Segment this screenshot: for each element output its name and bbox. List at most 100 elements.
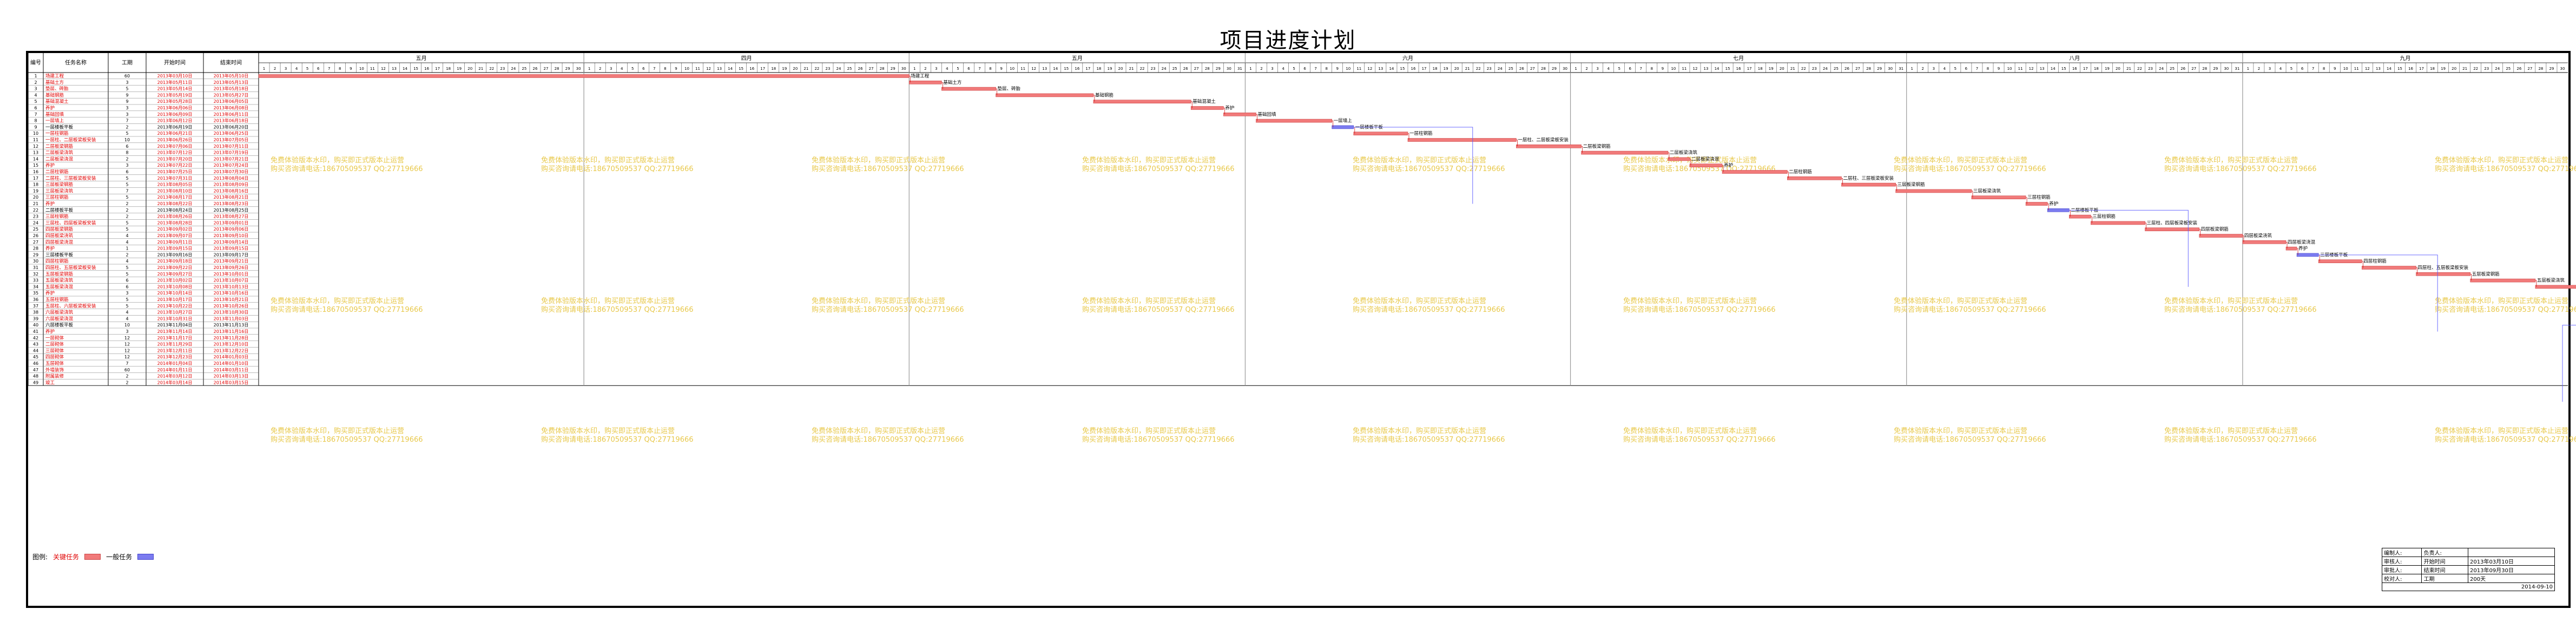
day-label: 1: [2247, 67, 2249, 71]
watermark-text: 购买咨询请电话:18670509537 QQ:27719666: [541, 305, 694, 314]
bar-label: 基础钢筋: [1095, 92, 1114, 98]
day-label: 17: [760, 67, 765, 71]
day-label: 26: [2516, 67, 2521, 71]
task-end: 2013年12月10日: [214, 342, 249, 347]
bar-label: 基础土方: [943, 80, 961, 86]
task-start: 2013年09月18日: [157, 258, 193, 264]
task-id: 27: [33, 240, 38, 245]
bar-label: 五层板梁浇筑: [2537, 278, 2565, 284]
day-label: 16: [749, 67, 754, 71]
task-id: 15: [33, 163, 38, 168]
gantt-bar: [1722, 170, 1788, 174]
day-label: 25: [847, 67, 852, 71]
gantt-bar: [1668, 157, 1690, 161]
day-label: 24: [2159, 67, 2164, 71]
task-start: 2014年03月12日: [157, 374, 193, 379]
task-name: 六层楼板平板: [45, 322, 74, 328]
task-end: 2013年07月24日: [214, 162, 249, 168]
gantt-bar: [2285, 246, 2297, 251]
float-link: [2318, 254, 2438, 332]
task-duration: 6: [126, 284, 128, 289]
day-label: 3: [610, 67, 612, 71]
task-end: 2014年03月15日: [214, 379, 249, 385]
dependency-link: [996, 88, 997, 95]
day-label: 28: [2202, 67, 2207, 71]
gantt-bar: [2091, 221, 2145, 225]
task-end: 2013年08月09日: [214, 182, 249, 187]
info-cell: 2013年03月10日: [2468, 557, 2555, 566]
task-name: 养护: [45, 105, 55, 111]
task-name: 基础混凝土: [45, 99, 69, 104]
day-label: 7: [328, 67, 330, 71]
info-cell: 工期: [2421, 574, 2468, 583]
day-label: 8: [664, 67, 666, 71]
day-label: 12: [706, 67, 711, 71]
watermark-text: 免费体验版本水印，购买即正式版本止运营: [1353, 297, 1486, 305]
task-start: 2013年08月10日: [157, 188, 193, 193]
task-id: 2: [34, 80, 37, 85]
dependency-link: [2026, 197, 2027, 204]
task-duration: 4: [126, 240, 128, 245]
task-id: 24: [33, 220, 38, 225]
watermark-text: 免费体验版本水印，购买即正式版本止运营: [2435, 156, 2568, 165]
task-duration: 7: [126, 361, 128, 366]
chart-frame: [26, 51, 2571, 608]
task-id: 29: [33, 252, 38, 257]
month-label: 九月: [2400, 55, 2410, 62]
task-start: 2013年08月17日: [157, 194, 193, 200]
day-label: 25: [522, 67, 526, 71]
watermark-text: 免费体验版本水印，购买即正式版本止运营: [1894, 156, 2027, 165]
watermark-text: 免费体验版本水印，购买即正式版本止运营: [1353, 427, 1486, 435]
watermark-text: 购买咨询请电话:18670509537 QQ:27719666: [541, 165, 694, 173]
day-label: 11: [1356, 67, 1361, 71]
task-id: 42: [33, 336, 38, 341]
day-label: 10: [1346, 67, 1350, 71]
watermark-text: 免费体验版本水印，购买即正式版本止运营: [1082, 427, 1216, 435]
task-duration: 60: [124, 74, 130, 78]
legend-normal-swatch: [137, 554, 154, 560]
day-label: 14: [2387, 67, 2391, 71]
task-end: 2013年07月21日: [214, 156, 249, 161]
day-label: 11: [2354, 67, 2359, 71]
day-label: 21: [2462, 67, 2467, 71]
watermark-text: 免费体验版本水印，购买即正式版本止运营: [1082, 156, 1216, 165]
day-label: 28: [880, 67, 885, 71]
column-header: 结束时间: [220, 59, 242, 66]
task-end: 2013年08月04日: [214, 175, 249, 181]
task-start: 2013年09月27日: [157, 271, 193, 277]
task-start: 2013年07月22日: [157, 162, 193, 168]
gantt-bar: [2242, 240, 2287, 244]
task-start: 2013年06月06日: [157, 105, 193, 110]
day-label: 22: [814, 67, 819, 71]
day-label: 29: [2549, 67, 2554, 71]
watermark-text: 购买咨询请电话:18670509537 QQ:27719666: [1353, 435, 1505, 444]
day-label: 27: [1530, 67, 1535, 71]
day-label: 24: [1498, 67, 1503, 71]
info-row: 2014-09-10: [2382, 582, 2555, 591]
task-name: 一层墙上: [45, 118, 64, 124]
watermark-text: 购买咨询请电话:18670509537 QQ:27719666: [1082, 305, 1235, 314]
dependency-link: [1841, 178, 1843, 185]
task-id: 9: [34, 125, 37, 129]
task-start: 2013年07月31日: [157, 175, 193, 181]
day-label: 9: [2334, 67, 2336, 71]
watermark-text: 购买咨询请电话:18670509537 QQ:27719666: [271, 435, 423, 444]
watermark-text: 免费体验版本水印，购买即正式版本止运营: [2164, 156, 2298, 165]
task-id: 34: [33, 284, 38, 289]
day-label: 23: [2484, 67, 2489, 71]
day-label: 8: [989, 67, 991, 71]
day-label: 9: [350, 67, 352, 71]
task-start: 2013年09月16日: [157, 252, 193, 257]
gantt-bar: [996, 93, 1094, 97]
day-label: 1: [1249, 67, 1251, 71]
task-duration: 2: [126, 125, 128, 129]
task-duration: 9: [126, 93, 128, 97]
bar-label: 基础回填: [1257, 112, 1276, 117]
task-start: 2013年08月28日: [157, 220, 193, 225]
day-label: 25: [2170, 67, 2175, 71]
task-id: 49: [33, 380, 38, 385]
bar-label: 四层柱、五层板梁板安装: [2417, 265, 2468, 271]
watermark-text: 购买咨询请电话:18670509537 QQ:27719666: [1353, 165, 1505, 173]
day-label: 7: [2312, 67, 2314, 71]
watermark-text: 购买咨询请电话:18670509537 QQ:27719666: [2164, 435, 2317, 444]
